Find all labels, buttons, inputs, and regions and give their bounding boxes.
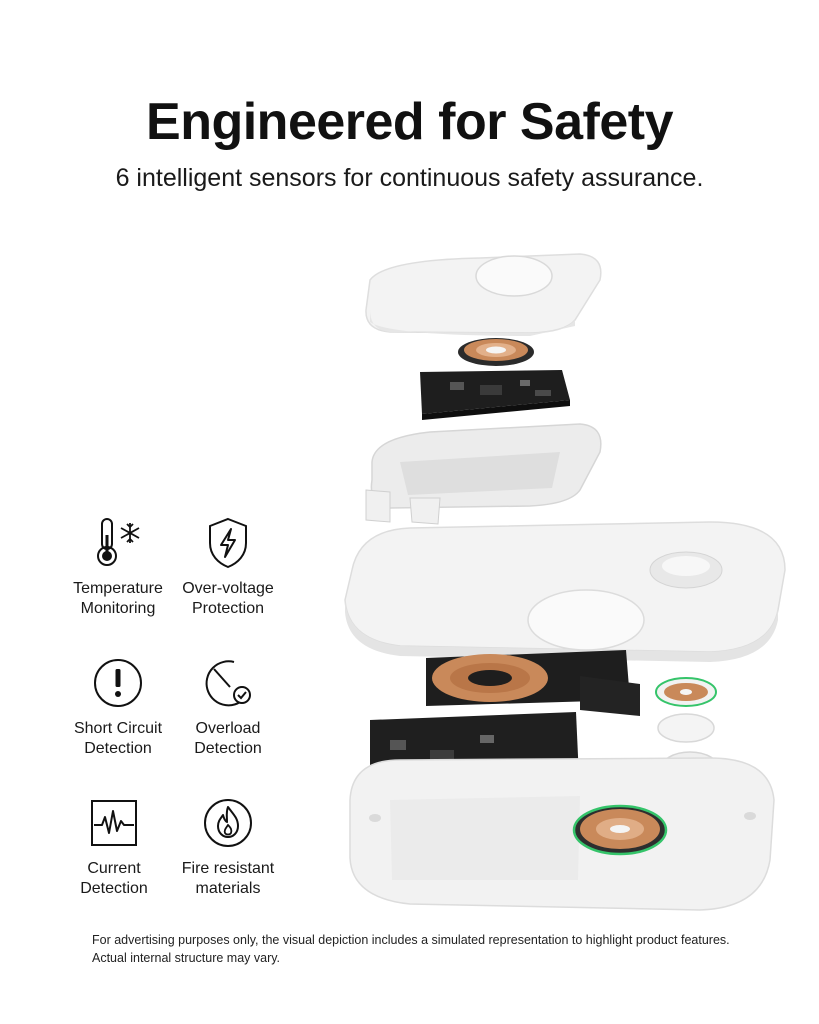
feature-label-line1: Fire resistant <box>181 860 275 877</box>
feature-label-line1: Short Circuit <box>73 720 163 737</box>
feature-short-circuit-detection: Short Circuit Detection <box>58 655 178 759</box>
feature-label-line1: Temperature <box>73 580 163 597</box>
feature-over-voltage-protection: Over-voltage Protection <box>168 515 288 619</box>
feature-label-line2: Monitoring <box>80 600 156 617</box>
feature-overload-detection: Overload Detection <box>168 655 288 759</box>
feature-label-line2: Detection <box>80 880 148 897</box>
feature-label-line2: Detection <box>84 740 152 757</box>
large-pad-bottom-base <box>349 757 775 911</box>
disclaimer-text: For advertising purposes only, the visua… <box>92 933 730 965</box>
feature-label-line1: Overload <box>195 720 261 737</box>
large-pad-top-shell <box>344 521 786 662</box>
page-subtitle: 6 intelligent sensors for continuous saf… <box>115 164 704 192</box>
feature-label-line2: Detection <box>194 740 262 757</box>
feature-temperature-monitoring: Temperature Monitoring <box>58 515 178 619</box>
feature-label-line2: Protection <box>191 600 265 617</box>
feature-current-detection: Current Detection <box>54 795 174 899</box>
feature-label-line2: materials <box>195 880 261 897</box>
feature-label-line1: Current <box>87 860 141 877</box>
small-pad-bottom-frame <box>365 423 602 525</box>
waveform-icon <box>91 800 137 846</box>
page-title: Engineered for Safety <box>146 93 673 151</box>
feature-fire-resistant-materials: Fire resistant materials <box>168 795 288 899</box>
small-charging-coil <box>458 338 534 366</box>
small-pad-top-shell <box>365 253 602 336</box>
feature-label-line1: Over-voltage <box>182 580 274 597</box>
shield-bolt-icon <box>209 517 247 569</box>
exploded-charger-illustration <box>344 253 786 911</box>
flame-circle-icon <box>204 799 252 847</box>
thermometer-snowflake-icon <box>97 518 140 566</box>
exclamation-circle-icon <box>94 659 142 707</box>
small-pcb <box>420 370 570 420</box>
gauge-check-icon <box>205 660 251 707</box>
